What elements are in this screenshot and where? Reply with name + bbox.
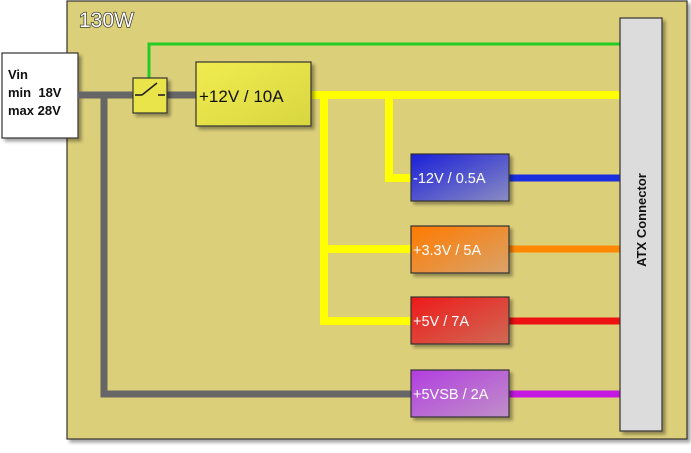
yellow-neg12-branch	[385, 95, 411, 182]
rail-box-p5	[410, 296, 510, 345]
yellow-vertical-bus	[320, 95, 411, 325]
atx-connector-label: ATX Connector	[634, 173, 649, 267]
rail-label-p5sb: +5VSB / 2A	[413, 387, 489, 403]
input-label-min: min 18V	[8, 85, 62, 100]
rail-box-p5sb	[410, 369, 510, 418]
main-converter-box	[195, 61, 312, 127]
gray-standby-bus	[100, 95, 411, 398]
input-label-vin: Vin	[8, 67, 28, 82]
main-converter-label: +12V / 10A	[199, 87, 284, 106]
board-title: 130W	[79, 9, 134, 32]
rail-label-neg12: -12V / 0.5A	[413, 171, 486, 187]
rail-box-neg12	[410, 153, 510, 202]
green-control-line	[147, 42, 620, 78]
rail-label-p33: +3.3V / 5A	[413, 243, 481, 259]
atx-connector-box	[619, 17, 663, 432]
rail-label-p5: +5V / 7A	[413, 314, 469, 330]
input-label-max: max 28V	[8, 103, 61, 118]
rail-box-p33	[410, 225, 510, 274]
input-box	[1, 52, 79, 139]
switch-icon	[132, 77, 168, 114]
board	[66, 0, 688, 440]
